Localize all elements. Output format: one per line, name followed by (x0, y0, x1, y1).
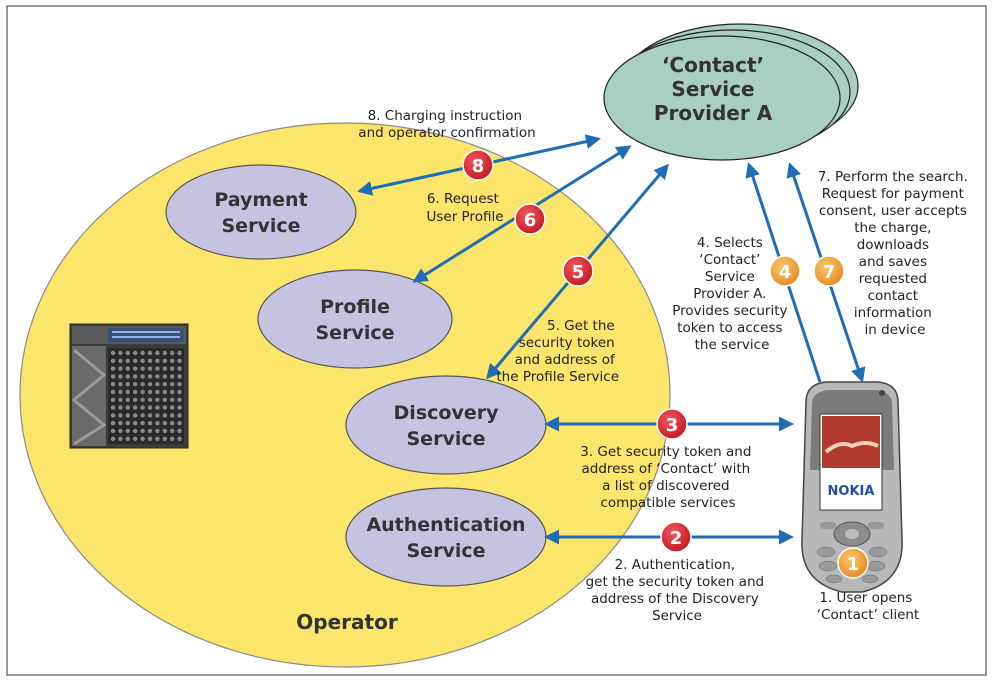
badge-3-label: 3 (666, 415, 679, 436)
authentication-service-node: Authentication Service (345, 487, 547, 587)
badge-6-label: 6 (524, 210, 537, 231)
authentication-service-line2: Service (407, 540, 486, 562)
note-step5-line: 5. Get the (547, 318, 615, 334)
note-step5-line: and address of (515, 352, 616, 368)
mobile-phone-icon: NOKIA (801, 381, 903, 593)
note-step2-line: 2. Authentication, (615, 557, 736, 573)
payment-service-node: Payment Service (165, 164, 357, 260)
note-step3-line: 3. Get security token and (580, 444, 751, 460)
note-step5: 5. Get the security token and address of… (496, 318, 619, 385)
badge-7: 7 (813, 255, 845, 287)
badge-4: 4 (769, 255, 801, 287)
badge-3: 3 (656, 408, 688, 440)
profile-service-line1: Profile (320, 296, 390, 318)
step-badges: 1 2 3 4 5 6 7 8 (462, 149, 869, 579)
note-step8-line: and operator confirmation (358, 125, 535, 141)
note-step4-line: ‘Contact’ (699, 252, 760, 268)
payment-service-line1: Payment (214, 189, 307, 211)
note-step5-line: security token (519, 335, 615, 351)
note-step7-line: contact (868, 288, 919, 304)
badge-8-label: 8 (472, 156, 485, 177)
badge-5-label: 5 (572, 262, 585, 283)
badge-1: 1 (837, 547, 869, 579)
note-step8: 8. Charging instruction and operator con… (358, 108, 535, 141)
badge-1-label: 1 (847, 554, 860, 575)
discovery-service-line1: Discovery (394, 402, 500, 424)
note-step1-line: ‘Contact’ client (817, 607, 919, 623)
discovery-service-node: Discovery Service (345, 375, 547, 475)
note-step7-line: the charge, (854, 220, 931, 236)
provider-label-line2: Service (671, 77, 754, 101)
note-step7-line: Request for payment (822, 186, 964, 202)
provider-label-line1: ‘Contact’ (662, 53, 764, 77)
step-notes: 8. Charging instruction and operator con… (358, 108, 972, 624)
profile-service-line2: Service (316, 322, 395, 344)
note-step4-line: 4. Selects (697, 235, 763, 251)
badge-8: 8 (462, 149, 494, 181)
badge-5: 5 (562, 255, 594, 287)
note-step7-line: 7. Perform the search. (818, 169, 968, 185)
badge-2: 2 (660, 521, 692, 553)
badge-7-label: 7 (823, 262, 836, 283)
note-step7-line: downloads (857, 237, 929, 253)
badge-2-label: 2 (670, 528, 683, 549)
payment-service-ellipse (165, 164, 357, 260)
provider-ellipse (603, 35, 841, 161)
note-step3: 3. Get security token and address of ‘Co… (580, 444, 755, 511)
provider-label-line3: Provider A (654, 101, 773, 125)
note-step7-line: in device (865, 322, 926, 338)
note-step7: 7. Perform the search. Request for payme… (818, 169, 972, 338)
payment-service-line2: Service (222, 215, 301, 237)
note-step3-line: a list of discovered (602, 478, 729, 494)
note-step4: 4. Selects ‘Contact’ Service Provider A.… (672, 235, 792, 353)
note-step7-line: and saves (859, 254, 927, 270)
note-step8-line: 8. Charging instruction (368, 108, 523, 124)
profile-service-ellipse (257, 269, 453, 369)
note-step7-line: information (854, 305, 932, 321)
note-step2: 2. Authentication, get the security toke… (586, 557, 769, 624)
note-step3-line: address of ‘Contact’ with (582, 461, 751, 477)
note-step4-line: Provides security (672, 303, 787, 319)
note-step4-line: Provider A. (693, 286, 766, 302)
authentication-service-ellipse (345, 487, 547, 587)
note-step7-line: consent, user accepts (819, 203, 967, 219)
note-step4-line: Service (705, 269, 755, 285)
discovery-service-line2: Service (407, 428, 486, 450)
note-step2-line: address of the Discovery (591, 591, 759, 607)
note-step3-line: compatible services (600, 495, 735, 511)
note-step4-line: token to access (677, 320, 782, 336)
note-step2-line: Service (652, 608, 702, 624)
server-rack-icon (69, 323, 189, 449)
note-step4-line: the service (695, 337, 770, 353)
note-step6-line: User Profile (426, 209, 503, 225)
note-step7-line: requested (859, 271, 927, 287)
discovery-service-ellipse (345, 375, 547, 475)
badge-4-label: 4 (779, 262, 792, 283)
authentication-service-line1: Authentication (366, 514, 525, 536)
note-step1: 1. User opens ‘Contact’ client (817, 590, 919, 623)
contact-service-provider: ‘Contact’ Service Provider A (603, 23, 859, 161)
note-step6-line: 6. Request (427, 191, 499, 207)
note-step5-line: the Profile Service (496, 369, 619, 385)
badge-6: 6 (514, 203, 546, 235)
phone-brand-label: NOKIA (828, 484, 875, 499)
note-step6: 6. Request User Profile (426, 191, 503, 225)
note-step2-line: get the security token and (586, 574, 765, 590)
operator-label: Operator (296, 610, 398, 634)
note-step1-line: 1. User opens (819, 590, 912, 606)
profile-service-node: Profile Service (257, 269, 453, 369)
